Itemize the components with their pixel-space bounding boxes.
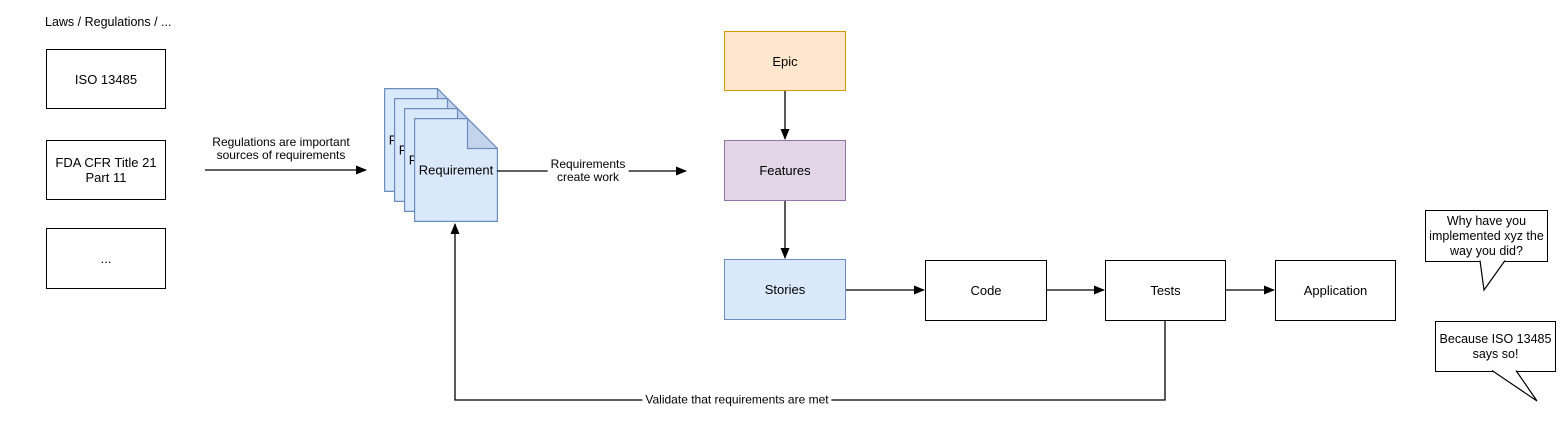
node-iso-13485: ISO 13485 xyxy=(46,49,166,109)
requirement-document-front: Requirement xyxy=(414,118,498,222)
edge-label-requirements-create-work: Requirements create work xyxy=(547,157,629,185)
node-other-regulations: ... xyxy=(46,228,166,289)
speech-bubble-question: Why have you implemented xyz the way you… xyxy=(1425,210,1548,262)
node-stories: Stories xyxy=(724,259,846,320)
folded-corner-icon xyxy=(466,118,498,150)
node-code: Code xyxy=(925,260,1047,321)
node-application: Application xyxy=(1275,260,1396,321)
document-label: Requirement xyxy=(419,163,494,178)
speech-bubble-answer: Because ISO 13485 says so! xyxy=(1435,321,1556,372)
edge-label-sources-of-requirements: Regulations are important sources of req… xyxy=(212,135,350,162)
node-epic: Epic xyxy=(724,31,846,91)
speech-tail-answer-icon xyxy=(1491,370,1538,402)
section-title-laws-regulations: Laws / Regulations / ... xyxy=(45,15,172,29)
speech-tail-question-icon xyxy=(1479,260,1506,292)
node-tests: Tests xyxy=(1105,260,1226,321)
node-fda-cfr-title-21-part-11: FDA CFR Title 21 Part 11 xyxy=(46,140,166,200)
node-features: Features xyxy=(724,140,846,201)
edge-label-validate-requirements: Validate that requirements are met xyxy=(642,392,832,408)
